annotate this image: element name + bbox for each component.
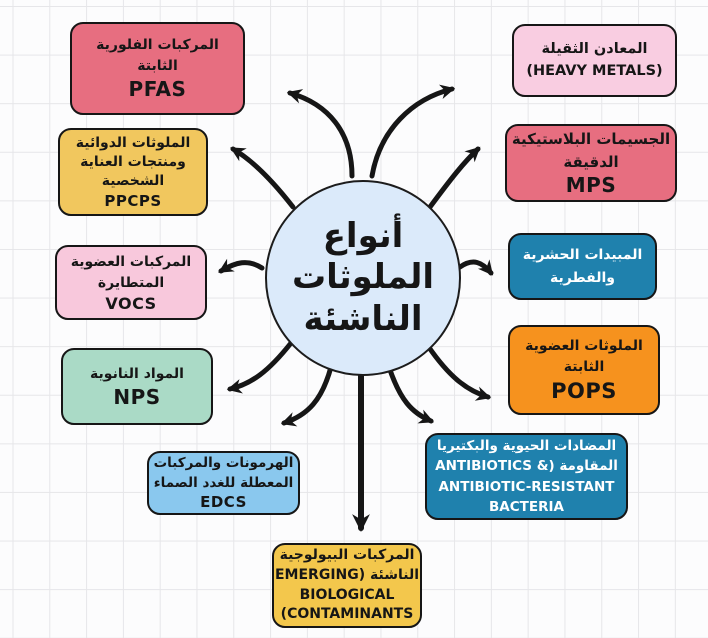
node-line: الشخصية <box>101 173 165 190</box>
node-edcs: الهرمونات والمركبات المعطلة للغدد الصماء… <box>147 451 300 515</box>
node-nps: المواد النانوية NPS <box>61 348 213 425</box>
node-line: المتطايرة <box>97 274 165 291</box>
node-antibiotics: المضادات الحيوية والبكتيريا ANTIBIOTICS … <box>425 433 628 520</box>
node-line: EDCS <box>200 493 247 512</box>
center-line: الناشئة <box>303 298 423 339</box>
node-line: الجسيمات البلاستيكية <box>511 130 671 148</box>
node-line: المواد النانوية <box>90 365 184 382</box>
node-line: الملوثات الدوائية <box>75 134 191 151</box>
arrow-to-pfas <box>286 89 355 179</box>
node-line: الهرمونات والمركبات <box>153 455 294 472</box>
node-pops: الملوثات العضوية الثابتة POPS <box>508 325 660 415</box>
node-line: ANTIBIOTICS &) المقاومة <box>435 458 618 475</box>
node-vocs: المركبات العضوية المتطايرة VOCS <box>55 245 207 320</box>
node-line: الثابتة <box>137 58 178 74</box>
arrow-to-edcs <box>280 364 334 427</box>
center-line: أنواع <box>322 215 404 256</box>
arrow-to-nps <box>226 340 294 394</box>
node-line: الدقيقة <box>563 152 619 171</box>
arrow-to-heavy-metals <box>369 84 456 179</box>
arrow-to-pesticides <box>457 259 494 276</box>
node-line: POPS <box>551 378 617 403</box>
center-line: الملوثات <box>291 257 435 298</box>
node-line: المبيدات الحشرية <box>522 247 643 264</box>
node-line: MPS <box>565 173 617 197</box>
node-line: BACTERIA <box>489 498 564 515</box>
arrow-to-ppcps <box>230 146 296 210</box>
node-line: المضادات الحيوية والبكتيريا <box>436 438 617 454</box>
node-line: (CONTAMINANTS <box>280 606 414 623</box>
node-line: المركبات البيولوجية <box>279 546 415 563</box>
node-line: ومنتجات العناية <box>80 153 186 170</box>
node-line: المركبات الفلورية <box>96 37 219 53</box>
node-pfas: المركبات الفلورية الثابتة PFAS <box>70 22 245 115</box>
node-line: (HEAVY METALS) <box>526 62 663 79</box>
node-mps: الجسيمات البلاستيكية الدقيقة MPS <box>505 124 677 202</box>
node-line: BIOLOGICAL <box>299 586 395 603</box>
node-line: الملوثات العضوية <box>525 337 643 354</box>
arrow-to-antibiotics <box>386 364 435 424</box>
center-node: أنواع الملوثات الناشئة <box>265 180 461 376</box>
node-line: PPCPS <box>104 191 162 210</box>
node-ppcps: الملوثات الدوائية ومنتجات العناية الشخصي… <box>58 128 208 216</box>
node-line: المعادن الثقيلة <box>541 40 648 57</box>
node-emerging-biological: المركبات البيولوجية EMERGING) الناشئة BI… <box>272 543 422 628</box>
arrow-to-pops <box>425 343 492 401</box>
node-line: الثابتة <box>563 358 605 375</box>
node-line: EMERGING) الناشئة <box>274 566 420 583</box>
arrow-to-vocs <box>218 258 265 274</box>
node-pesticides: المبيدات الحشرية والفطرية <box>508 233 657 300</box>
arrow-to-mps <box>427 146 481 210</box>
node-line: المركبات العضوية <box>70 253 192 270</box>
node-heavy-metals: المعادن الثقيلة (HEAVY METALS) <box>512 24 677 97</box>
node-line: ANTIBIOTIC-RESISTANT <box>438 478 615 495</box>
node-line: المعطلة للغدد الصماء <box>153 474 294 491</box>
node-line: PFAS <box>128 77 187 101</box>
node-line: VOCS <box>105 293 157 313</box>
node-line: NPS <box>113 384 161 409</box>
node-line: والفطرية <box>550 269 615 286</box>
